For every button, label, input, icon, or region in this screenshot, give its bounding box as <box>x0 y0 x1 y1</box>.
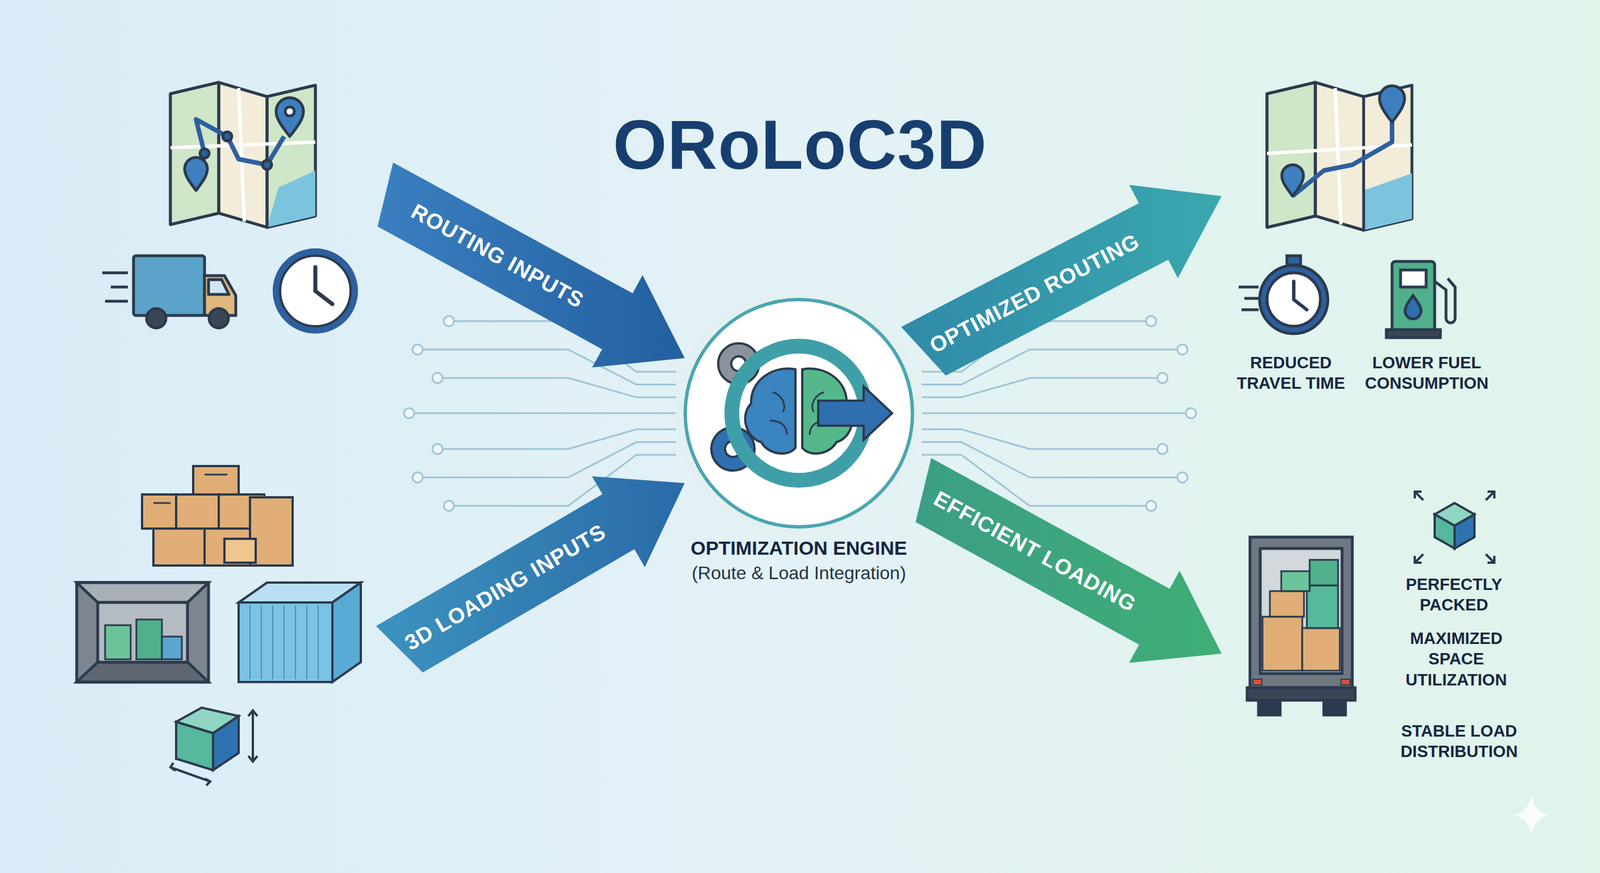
circuit-node <box>1177 472 1188 483</box>
circuit-node <box>1146 315 1157 327</box>
circuit-node <box>443 500 454 511</box>
arrow-label: 3D LOADING INPUTS <box>400 519 610 656</box>
cube-icon <box>170 707 258 786</box>
stopwatch-icon <box>1238 255 1328 334</box>
benefit-label: PERFECTLY PACKED <box>1393 573 1516 616</box>
sparkle-mark <box>1514 795 1549 835</box>
engine-heading: OPTIMIZATION ENGINE <box>668 536 930 560</box>
flow-arrow <box>915 457 1222 663</box>
map-icon <box>170 82 316 228</box>
circuit-node <box>412 472 423 483</box>
circuit-node <box>1157 443 1168 454</box>
flow-arrow <box>376 476 685 673</box>
circuit-line <box>921 412 1191 415</box>
engine-node: OPTIMIZATION ENGINE(Route & Load Integra… <box>668 289 930 584</box>
circuit-line <box>437 428 677 449</box>
engine-circle <box>675 289 923 537</box>
flow-arrow <box>377 162 686 368</box>
box-pile-icon <box>142 465 293 566</box>
circuit-line <box>921 377 1163 398</box>
loaded-truck-icon <box>1247 536 1356 715</box>
circuit-node <box>1177 344 1188 355</box>
circuit-node <box>403 407 415 419</box>
container-icon <box>76 582 209 682</box>
benefit-label: LOWER FUEL CONSUMPTION <box>1355 352 1498 394</box>
circuit-line <box>921 428 1163 449</box>
packed-cube-icon <box>1414 491 1495 563</box>
truck-icon <box>102 255 236 328</box>
clock-icon <box>272 248 358 334</box>
circuit-node <box>1157 372 1168 383</box>
circuit-node <box>443 315 454 327</box>
benefit-label: REDUCED TRAVEL TIME <box>1224 352 1358 394</box>
flow-arrow <box>901 184 1222 376</box>
fuel-pump-icon <box>1386 261 1456 338</box>
shipping-container-icon <box>238 582 361 682</box>
arrow-label: OPTIMIZED ROUTING <box>925 228 1144 358</box>
diagram-title: ORoLoC3D <box>0 105 1600 185</box>
circuit-node <box>412 344 423 355</box>
engine-subtitle: (Route & Load Integration) <box>668 562 930 584</box>
circuit-node <box>432 372 443 383</box>
circuit-line <box>921 442 1183 478</box>
benefit-label: STABLE LOAD DISTRIBUTION <box>1389 720 1529 762</box>
circuit-line <box>417 442 677 478</box>
circuit-node <box>432 443 443 454</box>
map-icon <box>1267 82 1412 231</box>
circuit-node <box>1185 407 1197 419</box>
benefit-label: MAXIMIZED SPACE UTILIZATION <box>1392 627 1521 690</box>
circuit-line <box>437 377 677 398</box>
circuit-node <box>1146 500 1157 511</box>
circuit-line <box>409 412 677 415</box>
